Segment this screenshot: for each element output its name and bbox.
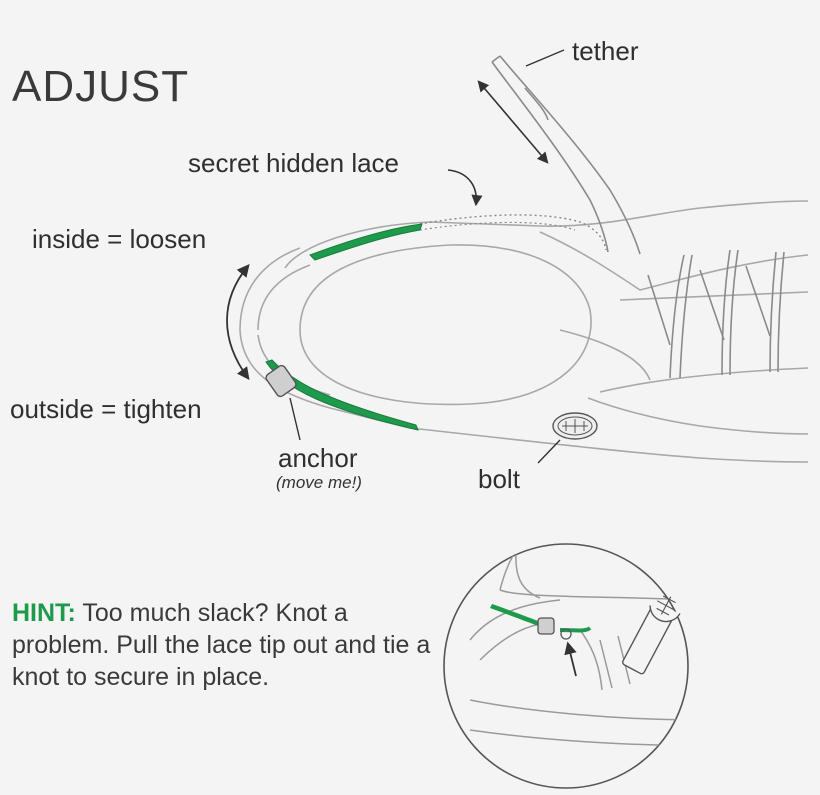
bolt-icon bbox=[552, 412, 598, 440]
anchor-pointer bbox=[289, 397, 301, 441]
secret-hidden-lace-label: secret hidden lace bbox=[188, 148, 400, 178]
inset-arrow bbox=[564, 641, 577, 677]
hint-text: HINT: Too much slack? Knot a problem. Pu… bbox=[12, 597, 432, 693]
hint-tag: HINT: bbox=[12, 599, 76, 627]
hidden-lace-arrow bbox=[447, 169, 483, 207]
hint-body: Too much slack? Knot a problem. Pull the… bbox=[12, 599, 431, 691]
tether-label: tether bbox=[572, 36, 639, 66]
inset-knot bbox=[560, 628, 572, 640]
bolt-label: bolt bbox=[478, 464, 520, 494]
anchor-label: anchor bbox=[278, 443, 358, 473]
hidden-lace-dotted bbox=[419, 214, 607, 251]
anchor-clip bbox=[265, 364, 297, 398]
green-lace-inside bbox=[309, 223, 423, 261]
outside-tighten-label: outside = tighten bbox=[10, 394, 202, 424]
bolt-pointer bbox=[537, 439, 561, 464]
lace-loops bbox=[647, 249, 785, 379]
adjust-arrow bbox=[226, 264, 250, 381]
page-title: ADJUST bbox=[12, 62, 190, 111]
inset-detail bbox=[443, 543, 689, 789]
tether-arrow bbox=[477, 80, 549, 164]
green-lace-outside bbox=[265, 359, 419, 431]
inside-loosen-label: inside = loosen bbox=[32, 224, 207, 254]
tether-pointer bbox=[525, 49, 565, 67]
inset-anchor bbox=[537, 617, 555, 635]
anchor-note: (move me!) bbox=[276, 473, 362, 492]
